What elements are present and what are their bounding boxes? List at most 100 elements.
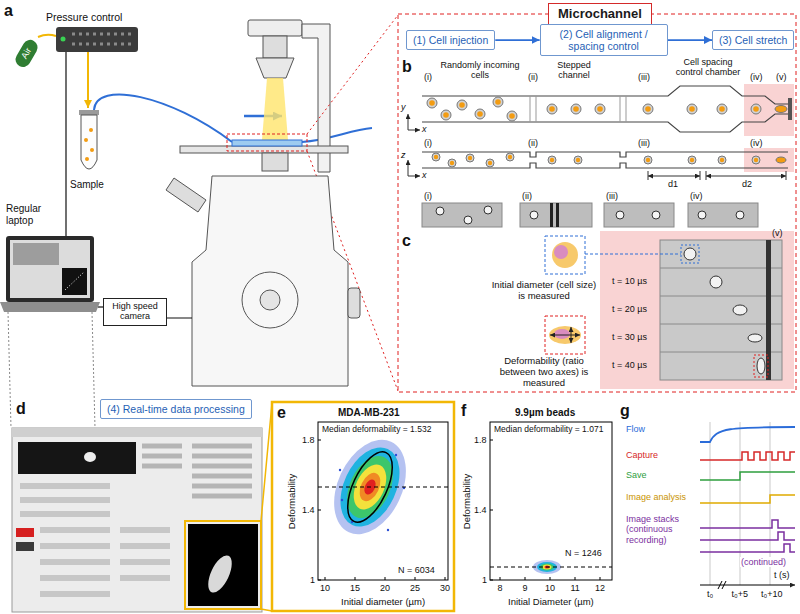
cell-icon	[552, 242, 578, 268]
axis-tick: 30	[440, 583, 450, 593]
time-label: t = 40 µs	[612, 360, 647, 370]
screen-plot	[62, 268, 87, 295]
region-number: (iv)	[750, 72, 763, 82]
focus-wheel	[242, 272, 298, 328]
cell	[507, 111, 517, 121]
channel-steps	[530, 96, 626, 122]
panel-letter: d	[16, 400, 26, 418]
region-number: (i)	[424, 191, 432, 201]
axis-label: x	[422, 124, 427, 134]
plot-frame	[490, 422, 612, 580]
cell	[457, 100, 467, 110]
note: Deformability (ratio between two axes) i…	[488, 356, 600, 389]
zoom-lines	[261, 403, 272, 611]
node-text: High speed camera	[106, 302, 164, 322]
axis-tick: 1	[482, 575, 487, 585]
highlight-box	[185, 521, 261, 609]
device-label: Regular laptop	[6, 203, 62, 226]
cell	[718, 156, 726, 164]
plot-note: Median deformability = 1.532	[322, 425, 431, 435]
section-header: Microchannel	[548, 3, 652, 25]
data-point	[395, 454, 397, 456]
region-number: (iii)	[638, 138, 650, 148]
measure-box	[545, 236, 585, 274]
time-lapse-strip	[660, 240, 782, 380]
cell	[595, 104, 605, 114]
cell	[652, 211, 660, 219]
button	[16, 542, 34, 551]
dimension-line	[648, 176, 700, 177]
data-point	[341, 499, 343, 501]
flow-arrow	[668, 39, 712, 41]
region-number: (ii)	[528, 138, 538, 148]
analysis-trace	[700, 495, 795, 503]
measure-box	[754, 355, 768, 377]
cell	[571, 104, 581, 114]
stack-traces	[700, 520, 795, 552]
cell	[688, 156, 696, 164]
zoom-lines	[8, 312, 95, 428]
controller-ports	[72, 34, 132, 44]
data-point	[387, 529, 389, 531]
signal-note: (continued)	[740, 557, 787, 567]
cell	[710, 276, 722, 288]
status-light	[61, 37, 66, 42]
region-number: (iii)	[638, 72, 650, 82]
plot-title: MDA-MB-231	[338, 407, 400, 419]
cell	[466, 154, 474, 162]
stretched-cell	[775, 106, 787, 113]
capture-trace	[700, 452, 795, 460]
cell	[757, 358, 765, 374]
axis-arrow	[408, 130, 420, 131]
camera-box: High speed camera	[103, 298, 167, 326]
dimension: d2	[742, 179, 752, 189]
node-text: (1) Cell injection	[413, 34, 488, 46]
cell	[616, 211, 624, 219]
micrograph	[604, 203, 674, 227]
cell	[752, 156, 760, 164]
axis-arrow	[408, 160, 409, 176]
panel-letter: f	[461, 402, 466, 420]
cell	[547, 104, 557, 114]
region-label: Cell spacing control chamber	[670, 57, 746, 78]
median-line	[318, 487, 448, 488]
process-box: (3) Cell stretch	[712, 30, 794, 50]
stretched-cell	[776, 157, 786, 163]
measure-box	[681, 245, 699, 263]
live-cell	[84, 452, 96, 462]
plot-note: N = 1246	[565, 548, 602, 558]
focus-knob	[348, 288, 360, 318]
axis-tick: 12	[595, 583, 605, 593]
eyepiece	[166, 178, 206, 212]
dimension-ticks	[648, 171, 786, 180]
data-point	[339, 469, 341, 471]
control-fields	[142, 446, 252, 496]
objective	[262, 153, 288, 171]
cell	[684, 248, 696, 260]
axis-label: z	[401, 150, 406, 160]
axis-title: Deformability	[462, 473, 473, 528]
axis-title: Initial diameter (µm)	[341, 597, 425, 608]
panel-letter: c	[402, 232, 411, 250]
note: Initial diameter (cell size) is measured	[488, 280, 600, 302]
nucleus-icon	[554, 329, 570, 339]
axis-ticks	[490, 440, 600, 580]
axis-tick: 15	[350, 583, 360, 593]
microfluidic-chip	[232, 140, 302, 146]
measure-box	[545, 316, 585, 354]
cell	[486, 159, 494, 167]
region-number: (iv)	[750, 138, 763, 148]
axis-tick: 1.4	[302, 505, 315, 515]
axis-ticks	[318, 440, 445, 580]
zoom-box	[227, 134, 307, 151]
cell-icon	[549, 326, 581, 344]
axis-title: t (s)	[774, 570, 790, 580]
panel-letter: g	[620, 402, 630, 420]
axis-tick: 8	[498, 583, 503, 593]
stretch-zone	[744, 84, 794, 136]
axis-tick: 25	[410, 583, 420, 593]
flow-arrow	[495, 39, 539, 41]
panel-letter: a	[4, 2, 13, 20]
laptop-lid	[6, 236, 94, 302]
